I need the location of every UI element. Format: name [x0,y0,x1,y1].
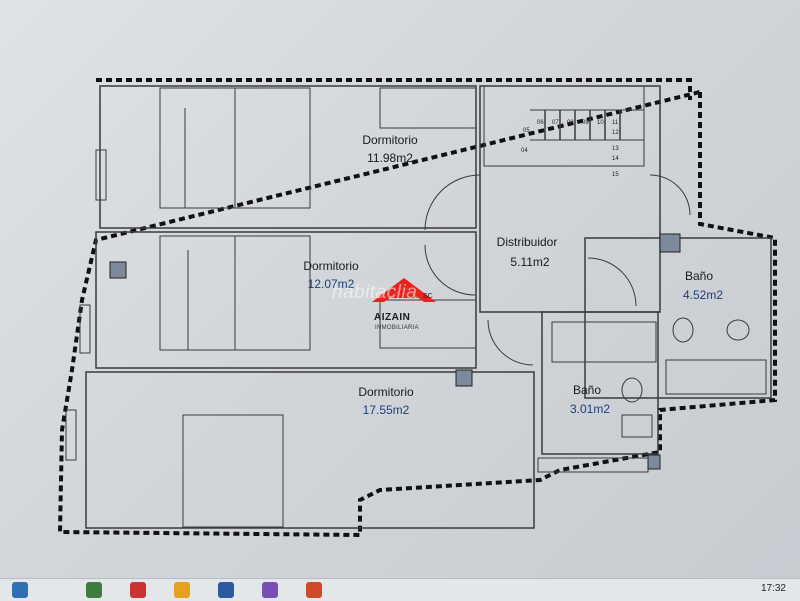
stair-step-label: 08 [567,120,574,126]
app-icon[interactable] [86,582,102,598]
browser-icon[interactable] [174,582,190,598]
column-3 [659,233,681,253]
stair-step-label: 11 [612,120,619,126]
room-name: Distribuidor [496,235,558,249]
stair-step-label: 07 [552,120,559,126]
bathtub [665,359,767,395]
shower-tray [551,321,657,363]
column-2 [455,369,473,387]
stair-step-label: 12 [612,130,619,136]
room-area: 5.11m2 [510,255,550,269]
stair-step-label: 14 [612,156,619,162]
wall-bedroom-3 [85,371,535,529]
app-icon[interactable] [306,582,322,598]
toilet-2 [621,377,643,403]
staircase [483,85,645,167]
monitor-screen: 04 05 06 07 08 09 10 11 12 13 14 15 Dorm… [0,0,800,578]
logo-name: AIZAIN [374,312,411,323]
stair-step-label: 06 [537,120,544,126]
logo-roof-icon [372,278,436,302]
stair-step-label: 04 [521,148,528,154]
app-icon[interactable] [262,582,278,598]
wall-bath-2 [541,311,659,455]
floor-plan: 04 05 06 07 08 09 10 11 12 13 14 15 [57,78,777,538]
wall-bath-1 [584,237,772,399]
stair-step-label: 15 [612,172,619,178]
room-name: Dormitorio [303,259,359,273]
bed-3 [182,414,284,528]
column-1 [109,261,127,279]
room-area: 12.07m2 [307,277,355,291]
room-area: 11.98m2 [367,151,413,165]
toilet-1 [672,317,694,343]
sink-1 [726,319,750,341]
stair-step-label: 05 [523,128,530,134]
room-area: 17.55m2 [362,403,410,417]
wall-bedroom-1 [99,85,477,229]
room-name: Dormitorio [358,385,414,399]
stair-step-label: 10 [597,120,604,126]
realtor-logo: SC [372,278,436,302]
watermark: habitaclia [332,282,418,303]
room-name: Dormitorio [362,133,418,147]
sink-2 [621,414,653,438]
column-4 [647,454,661,470]
wardrobe-1 [379,87,477,129]
room-name: Baño [572,383,602,397]
logo-subtitle: INMOBILIARIA [375,325,419,331]
taskbar-clock[interactable]: 17:32 [760,583,786,594]
room-name: Baño [684,269,714,283]
app-icon[interactable] [130,582,146,598]
stair-step-label: 13 [612,146,619,152]
room-area: 4.52m2 [682,288,724,302]
start-icon[interactable] [12,582,28,598]
stair-step-label: 09 [582,120,589,126]
app-icon[interactable] [218,582,234,598]
taskbar: 17:32 [0,578,800,601]
room-area: 3.01m2 [569,402,611,416]
logo-mark: SC [423,293,433,300]
property-boundary [57,78,777,538]
